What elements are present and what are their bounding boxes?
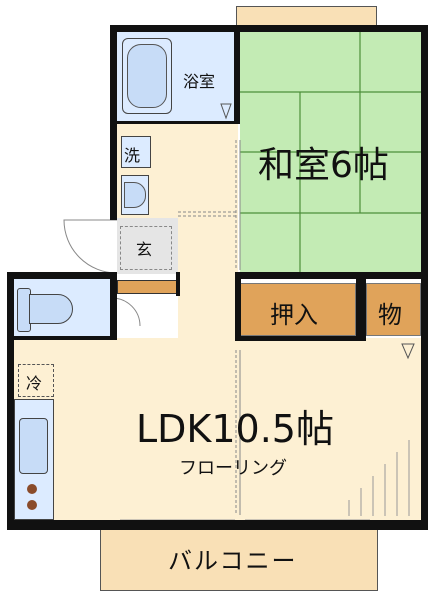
oshiire-label: 押入 [270, 301, 318, 329]
wall-outer-right [421, 25, 428, 530]
ldk-label: LDK10.5帖 [136, 407, 334, 451]
washroom-box [121, 136, 151, 168]
washing-machine-drum [124, 182, 146, 208]
wall-center-top [234, 25, 240, 124]
toilet-bowl [29, 294, 73, 324]
wall-center-mid [235, 272, 241, 341]
balcony [100, 523, 378, 591]
wall-washitsu-bottom [236, 272, 421, 279]
corridor [178, 123, 238, 343]
flooring-label: フローリング [179, 458, 287, 479]
wall-bath-left [110, 25, 117, 220]
washitsu-label: 和室6帖 [258, 145, 389, 186]
wall-entrance-left [110, 272, 117, 338]
entrance-box [120, 226, 172, 270]
ldk-room [14, 338, 421, 522]
wall-entrance-step-right [176, 272, 180, 296]
entrance-label: 玄 [136, 240, 153, 259]
refrigerator-space [18, 364, 54, 397]
wall-toilet-top [7, 272, 112, 279]
stove-burner-icon [27, 500, 37, 510]
wall-storage-divider [356, 279, 366, 340]
bathtub-inner [127, 44, 167, 108]
wall-outer-top-right [236, 25, 428, 32]
wall-toilet-bottom [14, 336, 117, 340]
stove-burner-icon [27, 484, 37, 494]
wall-bath-bottom [117, 121, 236, 124]
kitchen-sink [19, 418, 48, 474]
wall-outer-left [7, 272, 14, 530]
bathroom-label: 浴室 [183, 72, 216, 91]
washroom-label: 洗 [124, 146, 141, 165]
oshiire-closet [240, 283, 356, 336]
refrigerator-label: 冷 [26, 374, 43, 393]
monooki-storage [366, 283, 421, 336]
monooki-label: 物 [378, 301, 402, 329]
balcony-label: バルコニー [168, 547, 298, 575]
entrance-room [117, 218, 178, 274]
wall-storage-bottom [236, 336, 366, 341]
wall-outer-bottom [7, 520, 428, 530]
wall-outer-top [110, 25, 243, 32]
